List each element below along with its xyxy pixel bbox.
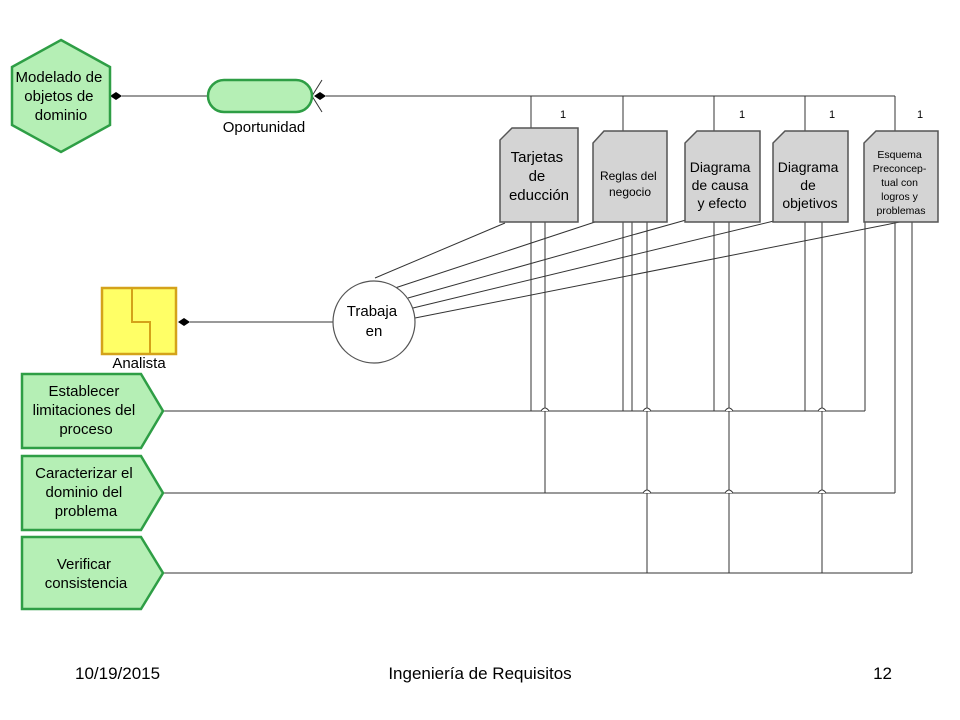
role-node: Analista	[100, 286, 178, 372]
document-line: Diagrama	[778, 159, 839, 175]
document-line: de causa	[692, 177, 749, 193]
connector-lines	[110, 79, 913, 574]
diagram-canvas: Modelado de objetos de dominio Oportunid…	[10, 38, 939, 611]
document-line: logros y	[881, 191, 919, 203]
footer-page-number: 12	[873, 664, 892, 683]
activity-node: Establecer limitaciones del proceso	[20, 372, 165, 450]
document-node: Esquema Preconcep- tual con logros y pro…	[863, 130, 939, 223]
document-node: Diagrama de objetivos	[772, 130, 849, 223]
svg-text:Modelado de objetos de: Modelado de objetos de dominio	[16, 69, 107, 124]
role-label: Analista	[112, 355, 166, 372]
goal-diamond	[110, 92, 122, 100]
document-line: y efecto	[697, 195, 746, 211]
document-line: tual con	[881, 177, 918, 189]
activity-line: Verificar	[57, 556, 111, 573]
activity-line: proceso	[59, 421, 112, 438]
document-line: Reglas del	[600, 169, 657, 183]
document-line: Diagrama	[690, 159, 751, 175]
activity-node: Verificar consistencia	[20, 535, 165, 611]
document-line: Tarjetas	[511, 149, 564, 166]
activity-node: Caracterizar el dominio del problema	[20, 454, 165, 532]
document-node: Tarjetas de educción	[499, 127, 579, 223]
document-line: educción	[509, 187, 569, 204]
document-line: problemas	[876, 205, 925, 217]
opportunity-node: Oportunidad	[206, 78, 314, 136]
document-line: objetivos	[782, 195, 837, 211]
cardinality-label: 1	[917, 109, 923, 121]
svg-text:Establecer limitaciones: Establecer limitaciones del proceso	[33, 383, 140, 438]
document-line: Esquema	[877, 149, 922, 161]
cardinality-label: 1	[829, 109, 835, 121]
activity-line: dominio del	[46, 484, 123, 501]
svg-text:Reglas del negocio: Reglas del negocio	[600, 169, 660, 199]
document-line: negocio	[609, 185, 651, 199]
opportunity-label: Oportunidad	[223, 119, 306, 136]
role-diamond	[178, 318, 190, 326]
svg-text:Diagrama de objeti: Diagrama de objetivos	[778, 159, 843, 211]
svg-text:Verificar consistencia: Verificar consistencia	[45, 556, 128, 592]
process-line-2: en	[366, 323, 383, 340]
activity-line: consistencia	[45, 575, 128, 592]
goal-hexagon: Modelado de objetos de dominio	[10, 38, 112, 154]
cardinality-label: 1	[739, 109, 745, 121]
activity-line: limitaciones del	[33, 402, 136, 419]
document-line: de	[800, 177, 816, 193]
activity-line: Caracterizar el	[35, 465, 133, 482]
goal-line-3: dominio	[35, 107, 88, 124]
document-line: de	[529, 168, 546, 185]
document-line: Preconcep-	[873, 163, 927, 175]
svg-text:Esquema Preconcep-: Esquema Preconcep- tual con logros y pro…	[873, 149, 930, 217]
activity-line: Establecer	[48, 383, 119, 400]
process-node: Trabaja en	[332, 280, 416, 364]
process-line-1: Trabaja	[347, 303, 398, 320]
svg-text:Caracterizar el dominio: Caracterizar el dominio del problema	[35, 465, 137, 520]
footer-date: 10/19/2015	[75, 664, 161, 683]
activity-line: problema	[55, 503, 118, 520]
svg-text:Trabaja en: Trabaja en	[347, 303, 401, 340]
document-node: Diagrama de causa y efecto	[684, 130, 761, 223]
footer-title: Ingeniería de Requisitos	[388, 664, 572, 683]
document-node: Reglas del negocio	[592, 130, 668, 223]
cardinality-label: 1	[560, 109, 566, 121]
goal-line-2: objetos de	[24, 88, 93, 105]
goal-line-1: Modelado de	[16, 69, 103, 86]
opportunity-diamond	[314, 92, 326, 100]
svg-text:Tarjetas de educci: Tarjetas de educción	[509, 149, 569, 204]
svg-text:Diagrama de causa: Diagrama de causa y efecto	[690, 159, 755, 211]
